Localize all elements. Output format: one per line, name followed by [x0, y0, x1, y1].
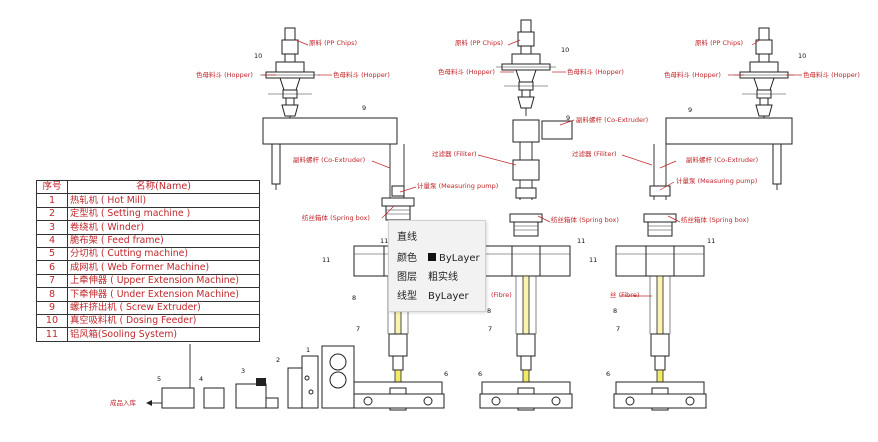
tooltip-layer-key: 图层: [397, 272, 417, 283]
label-spring-box-2: 纺丝箱体 (Spring box): [551, 215, 619, 224]
label-fibre-3: 丝 (Fibre): [610, 290, 639, 299]
callout-11-d: 11: [589, 256, 597, 264]
table-header-no: 序号: [36, 179, 68, 195]
winder-shape: [235, 383, 267, 409]
callout-1: 1: [306, 346, 310, 354]
callout-3: 3: [241, 367, 245, 375]
tooltip-row-linetype: 线型 ByLayer: [397, 287, 469, 302]
label-co-extruder-1: 副料螺杆 (Co-Extruder): [293, 155, 365, 164]
tooltip-linetype-value: ByLayer: [428, 291, 469, 302]
label-hopper-right-1: 色母料斗 (Hopper): [333, 70, 390, 79]
cutting-machine-shape: [161, 387, 195, 409]
callout-6-a: 6: [444, 370, 448, 378]
tooltip-layer-value: 粗实线: [428, 272, 458, 283]
callout-6-b: 6: [478, 370, 482, 378]
label-hopper-left-1: 色母料斗 (Hopper): [196, 70, 253, 79]
label-filter-3: 过滤器 (Filiter): [572, 149, 617, 158]
callout-7-a: 7: [356, 325, 360, 333]
label-spring-box-3: 纺丝箱体 (Spring box): [681, 215, 749, 224]
label-hopper-left-2: 色母料斗 (Hopper): [438, 67, 495, 76]
label-pp-chips-3: 原料 (PP Chips): [695, 38, 743, 47]
color-swatch-icon: [428, 253, 436, 261]
callout-9-b: 9: [566, 114, 570, 122]
label-hopper-right-2: 色母料斗 (Hopper): [567, 67, 624, 76]
callout-10-b: 10: [561, 46, 569, 54]
label-filter-2: 过滤器 (Filiter): [432, 149, 477, 158]
callout-10-a: 10: [254, 52, 262, 60]
callout-11-c: 11: [577, 237, 585, 245]
label-spring-box-1: 纺丝箱体 (Spring box): [302, 213, 370, 222]
label-hopper-right-3: 色母料斗 (Hopper): [803, 70, 860, 79]
callout-11-a: 11: [380, 237, 388, 245]
label-co-extruder-2: 副料螺杆 (Co-Extruder): [576, 115, 648, 124]
tooltip-color-key: 颜色: [397, 253, 417, 264]
callout-8-a: 8: [352, 294, 356, 302]
tooltip-row-color: 颜色 ByLayer: [397, 249, 480, 264]
label-pp-chips-1: 原料 (PP Chips): [309, 38, 357, 47]
table-header-row: 序号 名称(Name): [36, 179, 260, 195]
label-hopper-left-3: 色母料斗 (Hopper): [664, 70, 721, 79]
callout-8-b: 8: [487, 307, 491, 315]
label-fibre-2: (Fibre): [491, 291, 512, 299]
callout-5: 5: [157, 375, 161, 383]
callout-2: 2: [276, 356, 280, 364]
callout-6-c: 6: [606, 370, 610, 378]
callout-11-e: 11: [707, 237, 715, 245]
callout-4: 4: [199, 375, 203, 383]
feed-frame-shape: [203, 387, 225, 409]
callout-9-c: 9: [688, 106, 692, 114]
callout-9-a: 9: [362, 104, 366, 112]
tooltip-row-layer: 图层粗实线: [397, 268, 458, 283]
setting-machine-shape: [287, 367, 303, 409]
callout-7-c: 7: [616, 325, 620, 333]
tooltip-title: 直线: [397, 232, 417, 243]
callout-7-b: 7: [488, 325, 492, 333]
label-measuring-pump-3: 计量泵 (Measuring pump): [676, 176, 757, 185]
callout-11-b: 11: [322, 256, 330, 264]
callout-10-c: 10: [798, 52, 806, 60]
label-co-extruder-3: 副料螺杆 (Co-Extruder): [686, 155, 758, 164]
table-header-name: 名称(Name): [67, 179, 260, 195]
label-product: 成品入库: [110, 398, 137, 407]
properties-tooltip: 直线 颜色 ByLayer 图层粗实线 线型 ByLayer: [388, 220, 486, 312]
callout-8-c: 8: [613, 307, 617, 315]
label-pp-chips-2: 原料 (PP Chips): [455, 38, 503, 47]
tooltip-linetype-key: 线型: [397, 291, 417, 302]
tooltip-color-value: ByLayer: [439, 253, 480, 264]
label-measuring-pump-1: 计量泵 (Measuring pump): [417, 181, 498, 190]
